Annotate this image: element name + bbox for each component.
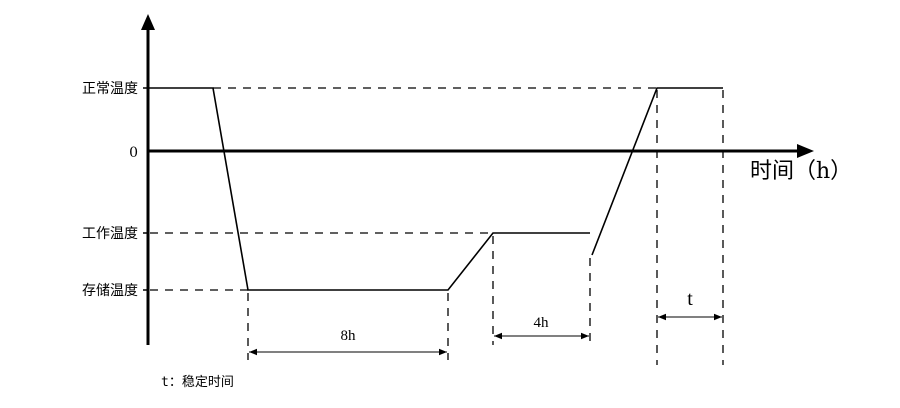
label-working-hold: 4h: [534, 315, 550, 331]
duration-arrows: [249, 313, 722, 356]
label-working-temp: 工作温度: [82, 226, 138, 242]
x-axis-title: 时间（h）: [750, 159, 852, 184]
reference-lines: [150, 87, 657, 291]
label-normal-temp: 正常温度: [82, 81, 138, 97]
label-stabilize: t: [687, 288, 693, 310]
profile-second-segment: [591, 87, 723, 256]
label-storage-hold: 8h: [341, 328, 357, 344]
profile-first-segment: [148, 87, 590, 291]
footnote: t：稳定时间: [161, 374, 234, 390]
label-storage-temp: 存储温度: [82, 283, 138, 299]
time-markers: [247, 90, 724, 365]
temperature-profile: [148, 87, 723, 291]
y-ticks: [143, 87, 148, 291]
y-axis-arrowhead: [141, 14, 155, 30]
x-axis-arrowhead: [797, 144, 814, 158]
axes: [141, 14, 814, 345]
label-origin: 0: [129, 145, 138, 161]
